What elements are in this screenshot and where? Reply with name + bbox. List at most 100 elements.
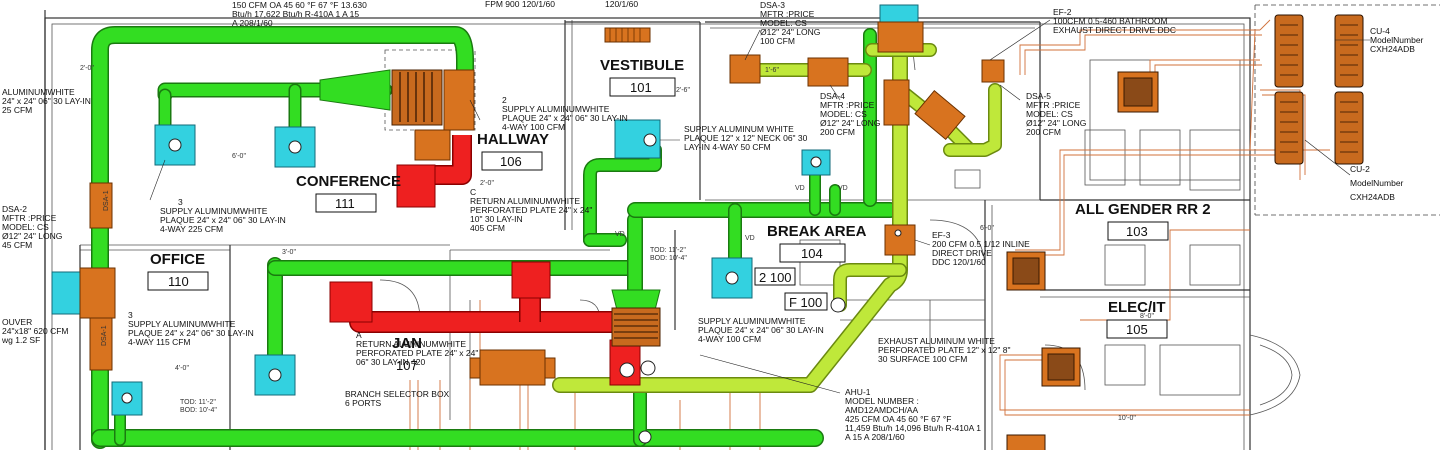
- volume-damper-label: VD: [615, 231, 625, 238]
- note-cu4-model: ModelNumber: [1370, 35, 1424, 45]
- note-sv: SUPPLY ALUMINUM WHITE: [684, 124, 794, 134]
- tod-label: TOD: 11'-2": [650, 247, 686, 254]
- dimension-label: 8'-0": [1140, 313, 1154, 320]
- note-reta-size: 06" 30 LAY-IN 420: [356, 357, 425, 367]
- note-ahu-model-number: AMD12AMDCH/AA: [845, 405, 919, 415]
- annotations: 150 CFM OA 45 60 °F 67 °F 13.630 Btu/h 1…: [1, 0, 1424, 442]
- supply-diffuser: [614, 119, 661, 159]
- note-sv-size: PLAQUE 12" x 12" NECK 06" 30: [684, 133, 808, 143]
- room-number-box: [481, 151, 543, 171]
- room-number-box: [609, 77, 676, 97]
- tod-label: TOD: 11'-2": [180, 399, 216, 406]
- note-left-supply-size: 24" x 24" 06" 30 LAY-IN: [2, 96, 91, 106]
- note-dsa3-model: MODEL: CS: [760, 18, 807, 28]
- note-top-cfm: 150 CFM OA 45 60 °F 67 °F 13.630: [232, 0, 367, 10]
- note-ef3-ddc: DDC 120/1/60: [932, 257, 986, 267]
- note-dsa3-size: Ø12" 24" LONG: [760, 27, 820, 37]
- room-number-box: [147, 271, 209, 291]
- note-dsa3: DSA-3: [760, 0, 785, 10]
- note-reta-tag: A: [356, 330, 362, 340]
- room-number-box: [779, 243, 846, 263]
- room-number-jan: 107: [396, 358, 418, 373]
- note-retc-cfm: 405 CFM: [470, 223, 505, 233]
- ahu-unit: [611, 307, 661, 378]
- dimension-label: 2'-0": [480, 180, 494, 187]
- note-left-supply: ALUMINUMWHITE: [2, 87, 75, 97]
- note-s3b-cfm: 4-WAY 115 CFM: [128, 337, 191, 347]
- note-ef2-desc: 100CFM 0.5-460 BATHROOM: [1053, 16, 1168, 26]
- room-number-office: 110: [168, 274, 189, 289]
- tag-2-100: 2 100: [759, 270, 792, 285]
- note-sba-cfm: 4-WAY 100 CFM: [698, 334, 761, 344]
- note-cu4: CU-4: [1370, 26, 1390, 36]
- supply-diffuser: [254, 354, 296, 396]
- room-labels: VESTIBULE 101 HALLWAY 106 CONFERENCE 111…: [147, 57, 1211, 373]
- cassette-units: [1006, 71, 1159, 450]
- note-dsa3-cfm: 100 CFM: [760, 36, 795, 46]
- room-number-box: [315, 193, 377, 213]
- dimension-label: 6'-0": [232, 153, 246, 160]
- note-dsa4-cfm: 200 CFM: [820, 127, 855, 137]
- room-number-conference: 111: [335, 196, 355, 211]
- room-name-vestibule: VESTIBULE: [600, 57, 684, 74]
- room-name-all-gender-rr: ALL GENDER RR 2: [1075, 201, 1211, 218]
- note-retc-size: 10" 30 LAY-IN: [470, 214, 523, 224]
- note-exa: EXHAUST ALUMINUM WHITE: [878, 336, 995, 346]
- supply-diffuser: [801, 149, 831, 176]
- dimension-label: 3'-0": [282, 249, 296, 256]
- leader-lines: [149, 19, 1370, 394]
- diffusers: [51, 4, 919, 416]
- note-louver-sf: wg 1.2 SF: [1, 335, 40, 345]
- room-name-conference: CONFERENCE: [296, 173, 401, 190]
- note-s3a-cfm: 4-WAY 225 CFM: [160, 224, 223, 234]
- rtu-unit: [391, 69, 475, 161]
- note-top-volt: A 208/1/60: [232, 18, 273, 28]
- note-cu2-number: CXH24ADB: [1350, 192, 1395, 202]
- note-dsa5-size: Ø12" 24" LONG: [1026, 118, 1086, 128]
- note-branch-selector: BRANCH SELECTOR BOX: [345, 389, 450, 399]
- note-ahu-cfm: 425 CFM OA 45 60 °F 67 °F: [845, 414, 951, 424]
- note-dsa1-lower: DSA-1: [101, 325, 108, 346]
- volume-damper-label: VD: [745, 235, 755, 242]
- note-dsa5-cfm: 200 CFM: [1026, 127, 1061, 137]
- note-reta: RETURN ALUMINUMWHITE: [356, 339, 466, 349]
- note-s3a-tag: 3: [178, 197, 183, 207]
- note-ahu-volt: A 15 A 208/1/60: [845, 432, 905, 442]
- bod-label: BOD: 10'-4": [180, 407, 217, 414]
- supply-ducts: [91, 26, 898, 449]
- room-number-box: [1106, 319, 1168, 339]
- dimension-label: 6'-0": [980, 225, 994, 232]
- note-cu4-number: CXH24ADB: [1370, 44, 1415, 54]
- note-s3a-size: PLAQUE 24" x 24" 06" 30 LAY-IN: [160, 215, 286, 225]
- tag-f-100: F 100: [789, 295, 822, 310]
- note-dsa4: DSA-4: [820, 91, 845, 101]
- supply-diffuser: [154, 124, 196, 166]
- note-dsa2: DSA-2: [2, 204, 27, 214]
- tag-box: [784, 292, 828, 311]
- note-cu2-model: ModelNumber: [1350, 178, 1404, 188]
- note-branch-ports: 6 PORTS: [345, 398, 382, 408]
- tag-box: [754, 267, 796, 286]
- room-number-elec-it: 105: [1126, 322, 1148, 337]
- note-dsa4-size: Ø12" 24" LONG: [820, 118, 880, 128]
- note-ahu-model: MODEL NUMBER :: [845, 396, 919, 406]
- duct-silencer: [79, 21, 1005, 371]
- note-ef3: EF-3: [932, 230, 951, 240]
- note-dsa2-mftr: MFTR :PRICE: [2, 213, 57, 223]
- note-s2-tag: 2: [502, 95, 507, 105]
- return-ducts: [329, 135, 641, 386]
- note-s2: SUPPLY ALUMINUMWHITE: [502, 104, 610, 114]
- supply-diffuser: [111, 381, 143, 416]
- room-number-break-area: 104: [801, 246, 823, 261]
- condensing-units: [1274, 14, 1364, 165]
- note-top-btu: Btu/h 17,622 Btu/h R-410A 1 A 15: [232, 9, 359, 19]
- note-dsa4-model: MODEL: CS: [820, 109, 867, 119]
- note-s2-size: PLAQUE 24" x 24" 06" 30 LAY-IN: [502, 113, 628, 123]
- supply-diffuser: [711, 257, 753, 299]
- note-dsa5: DSA-5: [1026, 91, 1051, 101]
- room-number-hallway: 106: [500, 154, 522, 169]
- room-number-vestibule: 101: [630, 80, 652, 95]
- note-ef3-cfm: 200 CFM 0.5 1/12 INLINE: [932, 239, 1030, 249]
- note-sv-cfm: LAY-IN 4-WAY 50 CFM: [684, 142, 771, 152]
- note-fpm: FPM 900 120/1/60: [485, 0, 555, 9]
